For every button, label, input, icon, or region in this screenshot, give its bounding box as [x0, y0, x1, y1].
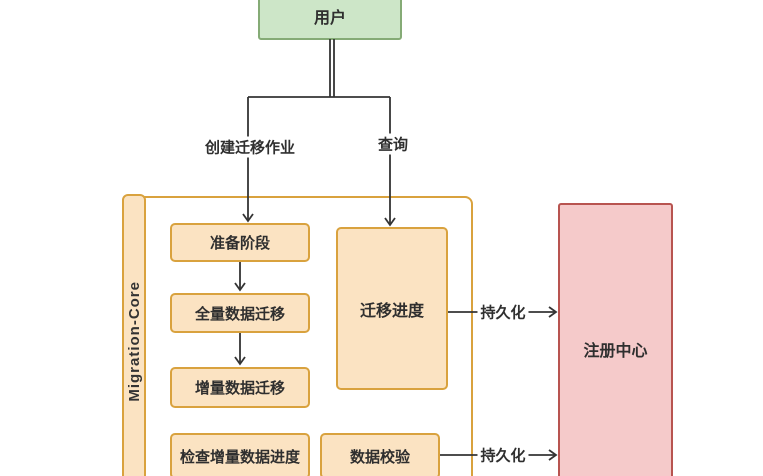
node-incremental-data-migration: 增量数据迁移 — [170, 367, 310, 408]
node-full-label: 全量数据迁移 — [194, 305, 285, 323]
node-check-incremental-progress: 检查增量数据进度 — [170, 433, 310, 476]
migration-core-label: Migration-Core — [125, 280, 143, 402]
edge-label-persist-progress: 持久化 — [477, 301, 529, 323]
node-registry-label: 注册中心 — [583, 343, 648, 360]
node-user-label: 用户 — [313, 10, 346, 27]
node-progress-label: 迁移进度 — [359, 302, 424, 320]
node-check-label: 检查增量数据进度 — [179, 448, 300, 466]
node-prepare-phase: 准备阶段 — [170, 223, 310, 262]
node-data-validation: 数据校验 — [320, 433, 440, 476]
node-user: 用户 — [258, 0, 402, 40]
edge-label-create-migration-job: 创建迁移作业 — [201, 136, 299, 158]
node-migration-progress: 迁移进度 — [336, 227, 448, 390]
node-full-data-migration: 全量数据迁移 — [170, 293, 310, 333]
edge-label-query: 查询 — [374, 133, 412, 155]
node-validate-label: 数据校验 — [349, 448, 410, 466]
node-registry-center: 注册中心 — [558, 203, 673, 476]
migration-core-titlebar: Migration-Core — [122, 194, 146, 476]
node-incr-label: 增量数据迁移 — [194, 380, 285, 397]
node-prepare-label: 准备阶段 — [209, 235, 270, 252]
edge-label-persist-validation: 持久化 — [477, 444, 529, 466]
